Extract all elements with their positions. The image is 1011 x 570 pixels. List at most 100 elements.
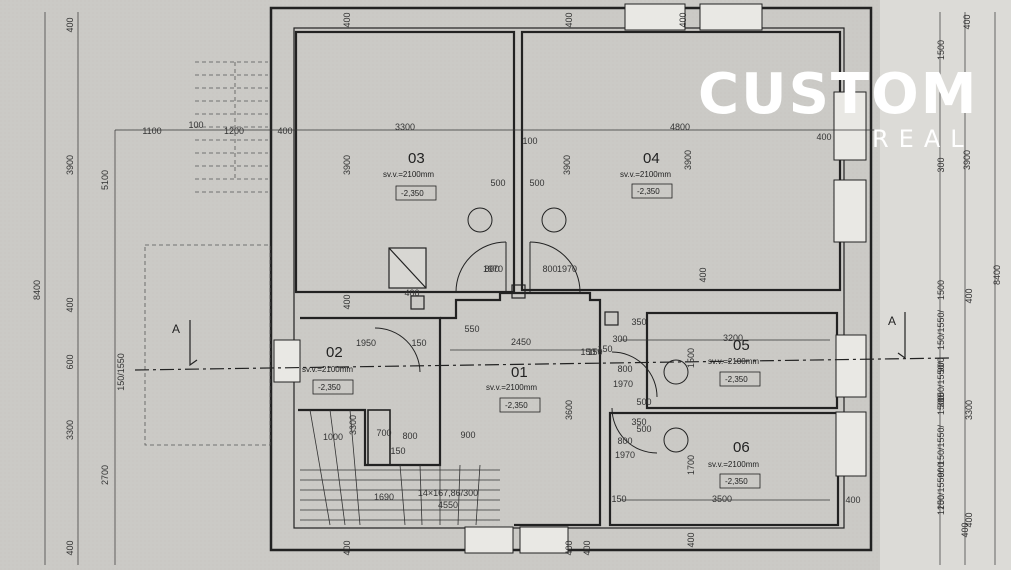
dimension-label: 900 [936,462,946,477]
dimension-label: 400 [845,495,860,505]
dimension-label: 4550 [438,500,458,510]
dimension-label: 700 [376,428,391,438]
dimension-label: 150/1550/ [936,469,946,510]
section-line [134,357,951,371]
dimension-label: 150/1550/ [936,424,946,465]
dimension-label: 400 [342,540,352,555]
dimension-label: 400 [962,14,972,29]
dimension-label: 1500 [936,395,946,415]
room-number: 03 [408,150,425,167]
room-label-03: 03 sv.v.=2100mm -2,350 [383,150,437,201]
dimension-labels: 8400 400 3900 400 600 3300 400 5100 150/1550 2700… [32,12,1002,555]
room-03-outline [294,30,516,294]
doors [374,207,689,454]
section-mark-right: A [888,314,896,328]
dimension-label: 100 [188,120,203,130]
dimension-label: 500 [490,178,505,188]
room-label-06: 06 sv.v.=2100mm -2,350 [708,439,761,489]
dimension-label: 100 [522,136,537,146]
dimension-label: 400 [65,297,75,312]
section-mark-left: A [172,322,180,336]
dimension-label: 400 [342,12,352,27]
dimension-label: 350 [631,417,646,427]
dimension-label: 5100 [100,170,110,190]
dimension-label: 3600 [564,400,574,420]
room-number: 01 [511,364,528,381]
room-label-04: 04 sv.v.=2100mm -2,350 [620,150,673,199]
dimension-label: 1970 [615,450,635,460]
dimension-label: 400 [698,267,708,282]
dimension-label: 1200 [224,126,244,136]
room-clear-height: sv.v.=2100mm [708,460,759,469]
dimension-label: 500 [636,397,651,407]
dimension-label: 300 [612,334,627,344]
logo-wordmark: CUSTOM [698,62,978,127]
dimension-label: 1500 [686,348,696,368]
dimension-label: 600 [65,354,75,369]
dimension-label: 400 [960,522,970,537]
dimension-label: 150 [587,347,602,357]
room-clear-height: sv.v.=2100mm [383,170,434,179]
room-clear-height: sv.v.=2100mm [620,170,671,179]
dimension-label: 3300 [65,420,75,440]
stair-treads [300,409,500,526]
room-level: -2,350 [318,383,341,392]
dimension-label: 150/1550 [116,353,126,391]
dimension-label: 900 [936,357,946,372]
dimension-label: 1970 [613,379,633,389]
custom-real-logo: CUSTOM REAL [698,62,978,153]
dimension-label: 550 [464,324,479,334]
dimension-label: 4800 [670,122,690,132]
dimension-label: 400 [65,17,75,32]
dimension-label: 3900 [65,155,75,175]
dimension-label: 400 [582,540,592,555]
windows [273,3,867,554]
dimension-label: 3900 [962,150,972,170]
room-label-05: 05 sv.v.=2100mm -2,350 [708,337,761,387]
room-clear-height: sv.v.=2100mm [486,383,537,392]
dimension-label: 14×167,86/300 [418,488,478,498]
section-arrows [189,312,906,367]
room-number: 02 [326,344,343,361]
dimension-label: 800 [617,436,632,446]
dimension-label: 8400 [992,265,1002,285]
room-04-outline [520,30,842,292]
dimension-label: 300 [936,157,946,172]
dimension-label: 900 [460,430,475,440]
dimension-label: 1970 [557,264,577,274]
stair-landing [367,409,391,466]
dimension-label: 400 [564,12,574,27]
dimension-label: 500 [636,424,651,434]
room-02-outline [298,316,442,467]
dimension-label: 3300 [395,122,415,132]
dimension-label: 3300 [964,400,974,420]
room-01-outline [440,291,602,527]
room-number: 05 [733,337,750,354]
dimension-label: 150 [580,347,595,357]
room-level: -2,350 [725,477,748,486]
dimension-label: 150 [611,494,626,504]
logo-subtitle: REAL [872,125,974,153]
room-number: 04 [643,150,660,167]
room-number: 06 [733,439,750,456]
outer-walls [269,6,873,552]
dimension-label: 150/1550/ [936,309,946,350]
dimension-label: 400 [816,132,831,142]
room-clear-height: sv.v.=2100mm [302,365,353,374]
room-level: -2,350 [725,375,748,384]
dimension-label: 800 [617,364,632,374]
dimension-label: 150 [390,446,405,456]
dimension-label: 3900 [683,150,693,170]
dimension-label: 1950 [356,338,376,348]
dimension-label: 2700 [100,465,110,485]
room-label-02: 02 sv.v.=2100mm -2,350 [302,344,354,395]
dimension-label: 500 [529,178,544,188]
dimension-label: 150 [597,344,612,354]
room-level: -2,350 [637,187,660,196]
room-label-01: 01 sv.v.=2100mm -2,350 [486,364,541,413]
dimension-label: 400 [686,532,696,547]
dimension-label: 3900 [342,155,352,175]
room-level: -2,350 [505,401,528,410]
